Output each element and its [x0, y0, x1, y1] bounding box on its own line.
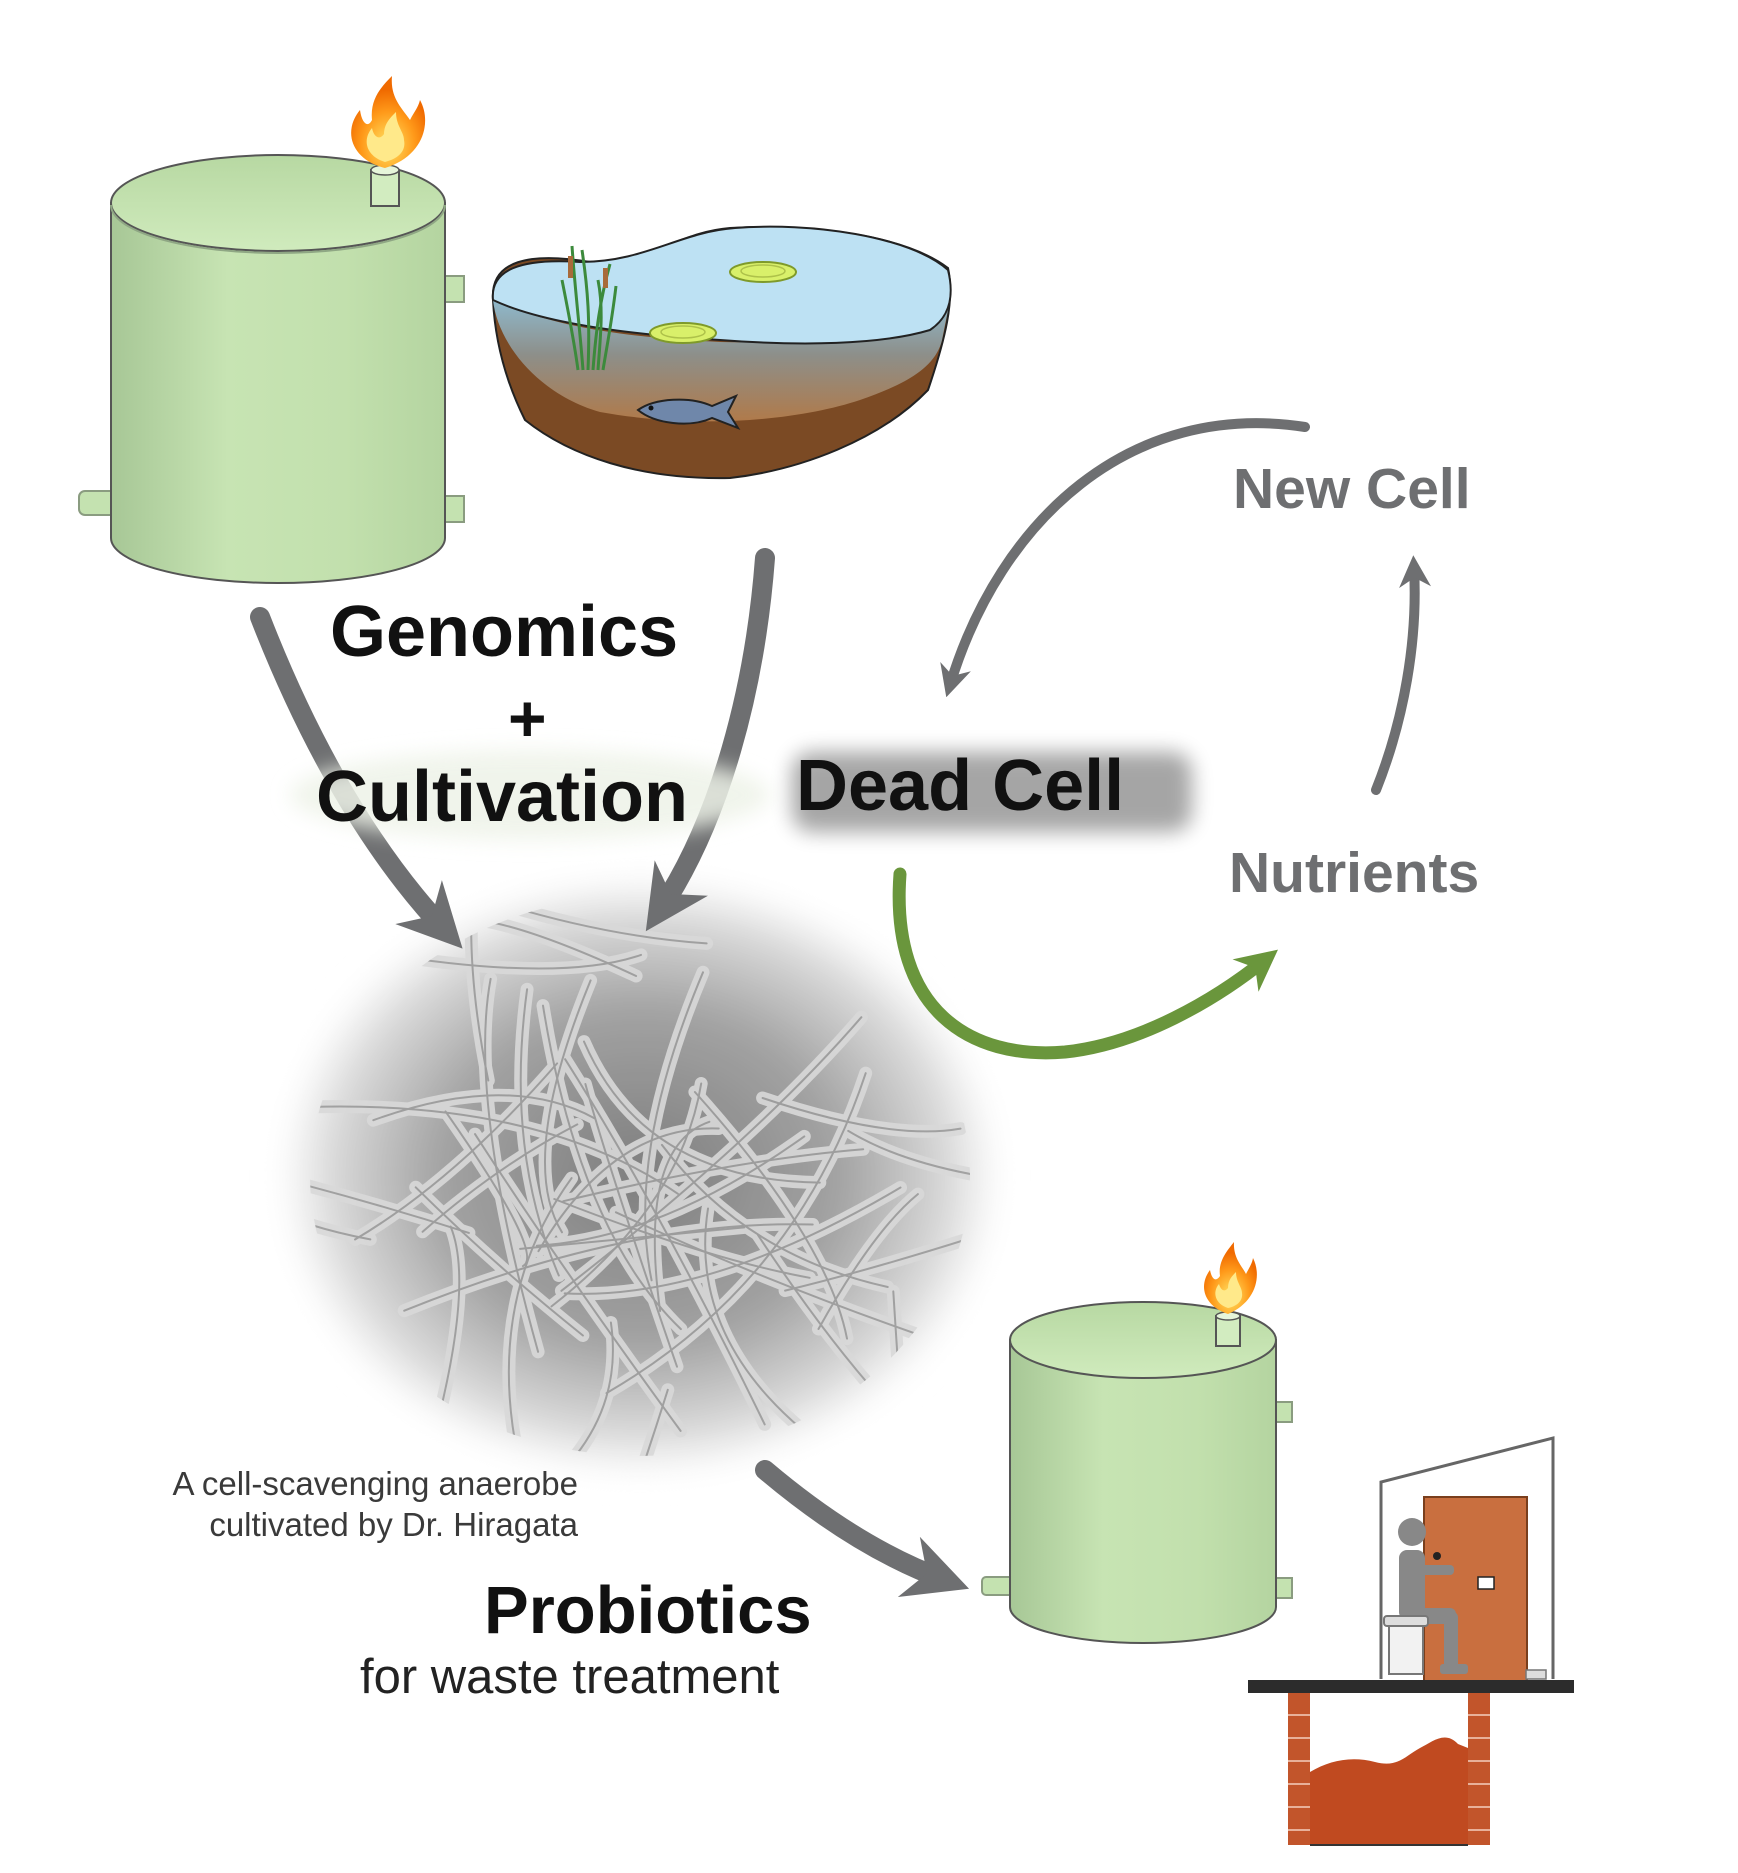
filament-edge — [519, 1226, 746, 1250]
filament — [778, 1226, 970, 1298]
filament-edge — [474, 1133, 682, 1432]
digester-tank — [78, 154, 465, 584]
digester-tank-2 — [981, 1301, 1293, 1644]
cultivation-glow — [290, 750, 770, 840]
fish-icon — [636, 394, 741, 431]
filament-edge — [693, 1091, 848, 1340]
filament — [812, 1187, 925, 1336]
toilet-shelter — [1248, 1436, 1574, 1693]
filament-edge — [614, 1211, 945, 1345]
filament-edge — [583, 1040, 821, 1184]
filament-edge — [584, 1083, 678, 1368]
probiotics-label: Probiotics — [484, 1573, 812, 1648]
filament-edge — [560, 1016, 863, 1292]
filament-edge — [550, 1082, 703, 1308]
waste-pit — [1288, 1693, 1490, 1846]
filament — [698, 1202, 808, 1436]
filament-edge — [310, 1133, 470, 1234]
filament — [886, 1284, 928, 1456]
flame-icon — [351, 76, 426, 168]
filament — [416, 1117, 584, 1239]
reeds-icon — [560, 245, 618, 371]
filament-edge — [653, 1120, 711, 1312]
filament-edge — [414, 1186, 584, 1337]
filament-edge — [562, 1148, 865, 1203]
arrow-newcell-to-deadcell — [940, 418, 1310, 698]
dead-cell-label: Dead Cell — [796, 746, 1125, 826]
filament-edge — [847, 1129, 970, 1190]
filament — [841, 1124, 970, 1195]
cultivation-label: Cultivation — [316, 757, 688, 837]
filament-edge — [372, 1094, 596, 1122]
filament-edge — [421, 1123, 579, 1233]
filament — [514, 982, 566, 1282]
filament-edge — [553, 1198, 811, 1279]
genomics-label: Genomics — [330, 592, 679, 672]
arrow-microbe-to-tank — [755, 1460, 970, 1597]
filament — [609, 1205, 950, 1350]
filament-edge — [535, 1135, 806, 1247]
filament-edge — [507, 1177, 573, 1456]
filament-edge — [892, 1290, 923, 1456]
filament-edge — [531, 1388, 669, 1456]
filament-edge — [311, 1105, 679, 1195]
micrograph-caption: A cell-scavenging anaerobe cultivated by… — [96, 1463, 578, 1545]
filament — [526, 1383, 675, 1456]
flame-icon — [1204, 1242, 1257, 1314]
filament-edge — [605, 1072, 867, 1395]
filament-edge — [563, 1186, 902, 1295]
caption-line-1: A cell-scavenging anaerobe — [172, 1465, 578, 1502]
lily-pad-icon — [649, 261, 797, 344]
filament-edge — [704, 1207, 803, 1430]
filament-edge — [310, 1091, 372, 1241]
caption-line-2: cultivated by Dr. Hiragata — [209, 1506, 578, 1543]
filament-edge — [537, 1127, 720, 1253]
probiotics-sub-label: for waste treatment — [360, 1650, 780, 1704]
filament-edge — [484, 977, 540, 1353]
filament-edge — [354, 1062, 559, 1241]
filament-edge — [660, 1143, 889, 1288]
arrow-nutrients-to-newcell — [1371, 555, 1432, 795]
nutrients-label: Nutrients — [1229, 841, 1480, 905]
filament — [310, 1085, 377, 1246]
filament — [756, 1091, 967, 1138]
filament — [638, 965, 710, 1287]
filament — [310, 1128, 476, 1240]
dead-cell-shadow — [792, 752, 1192, 832]
filament-edge — [761, 1097, 962, 1133]
arrow-deadcell-to-nutrients — [892, 867, 1278, 1060]
filament-edge — [542, 1004, 682, 1331]
filament — [554, 1010, 868, 1298]
filament — [348, 1056, 564, 1246]
filament-edge — [564, 1058, 766, 1426]
filament-edge — [523, 1321, 614, 1456]
filament-edge — [444, 1110, 529, 1268]
new-cell-label: New Cell — [1233, 457, 1471, 521]
filament — [538, 973, 598, 1239]
pond-illustration — [491, 225, 952, 480]
filament — [556, 1142, 870, 1208]
arrow-pond-to-microbe — [645, 548, 775, 932]
filament — [531, 1121, 726, 1258]
filament-edge — [403, 1223, 814, 1312]
filament — [517, 1316, 620, 1456]
filament — [578, 1077, 684, 1374]
plus-label: + — [508, 681, 547, 755]
filament — [409, 1180, 590, 1342]
filament-edge — [519, 988, 560, 1277]
filament-edge — [544, 979, 592, 1234]
filament — [558, 1181, 907, 1301]
filament-edge — [644, 971, 704, 1282]
filament-edge — [817, 1193, 919, 1330]
filament-edge — [784, 1232, 970, 1292]
